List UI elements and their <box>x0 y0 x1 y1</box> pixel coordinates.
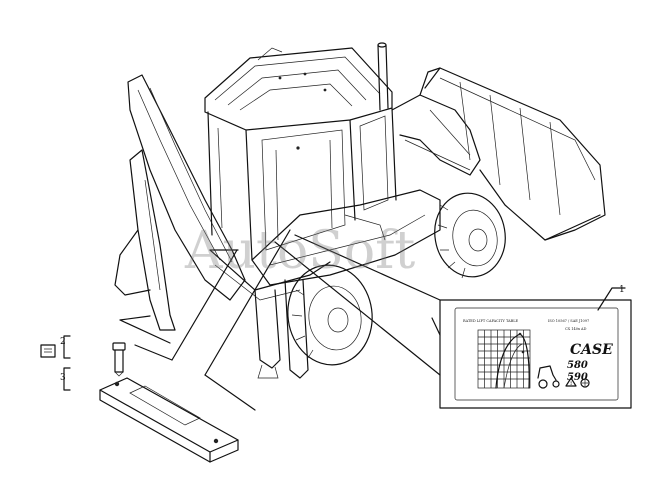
callout-2: 2 <box>40 335 71 359</box>
pin-part <box>112 342 126 377</box>
part-1-decal: RATED LIFT CAPACITY TABLE ISO 10567 / SA… <box>439 299 632 409</box>
svg-text:!: ! <box>570 381 572 387</box>
decal-brand: CASE <box>570 342 613 358</box>
watermark: AutoSoft <box>184 221 415 281</box>
decal-machine-icon <box>537 365 557 381</box>
decal-lift-chart <box>477 329 531 389</box>
callout-3-label: 3 <box>60 373 66 383</box>
decal-model-bottom: 590 <box>567 372 588 383</box>
decal-subheader: CX 140x AD <box>565 327 587 331</box>
callout-3: 3 <box>60 367 71 391</box>
callout-2-label: 2 <box>60 337 66 347</box>
manual-icon <box>580 378 590 388</box>
decal-header-left: RATED LIFT CAPACITY TABLE <box>463 319 519 323</box>
callout-1-label: 1 <box>619 285 625 295</box>
warning-icon <box>565 377 577 387</box>
decal-header-right: ISO 10567 / SAE J1097 <box>548 319 589 323</box>
bar-part <box>99 377 239 463</box>
callout-1: 1 <box>597 285 626 311</box>
backhoe-loader-drawing <box>114 42 606 379</box>
decal-model-top: 580 <box>567 360 588 371</box>
leader-lines <box>119 229 441 411</box>
